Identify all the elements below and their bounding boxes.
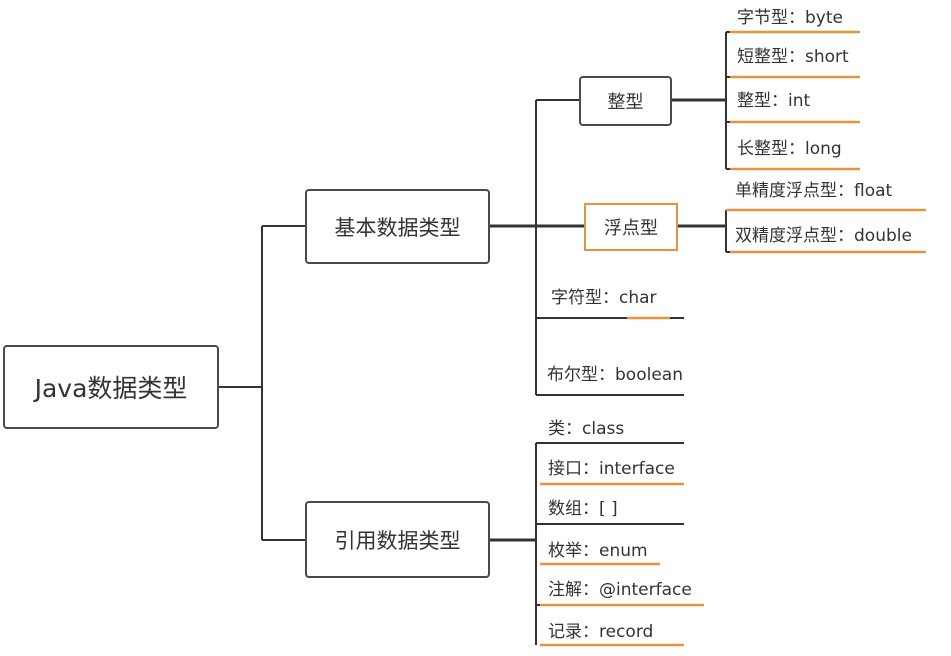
node-reference-types[interactable]: 引用数据类型	[305, 501, 490, 578]
node-float-types[interactable]: 浮点型	[584, 203, 678, 251]
node-primitive-label: 基本数据类型	[334, 215, 461, 240]
leaf-interface[interactable]: 接口：interface	[548, 459, 675, 479]
node-float-label: 浮点型	[604, 218, 658, 239]
node-primitive-types[interactable]: 基本数据类型	[305, 189, 490, 264]
node-reference-label: 引用数据类型	[334, 528, 461, 553]
root-node-label: Java数据类型	[34, 374, 188, 403]
node-integer-label: 整型	[607, 92, 644, 113]
leaf-annotation[interactable]: 注解：@interface	[548, 580, 692, 600]
leaf-boolean[interactable]: 布尔型：boolean	[547, 365, 683, 385]
leaf-enum[interactable]: 枚举：enum	[548, 541, 648, 561]
leaf-float[interactable]: 单精度浮点型：float	[735, 181, 893, 201]
node-integer-types[interactable]: 整型	[579, 76, 672, 126]
root-node-java-data-types[interactable]: Java数据类型	[3, 345, 219, 429]
leaf-double[interactable]: 双精度浮点型：double	[735, 226, 912, 246]
leaf-char[interactable]: 字符型：char	[551, 288, 657, 308]
leaf-class[interactable]: 类：class	[548, 419, 625, 439]
leaf-short[interactable]: 短整型：short	[737, 47, 849, 67]
leaf-int[interactable]: 整型：int	[737, 91, 811, 111]
leaf-record[interactable]: 记录：record	[548, 622, 654, 642]
leaf-byte[interactable]: 字节型：byte	[737, 8, 843, 28]
leaf-long[interactable]: 长整型：long	[737, 139, 842, 159]
leaf-array[interactable]: 数组：[ ]	[548, 499, 618, 519]
